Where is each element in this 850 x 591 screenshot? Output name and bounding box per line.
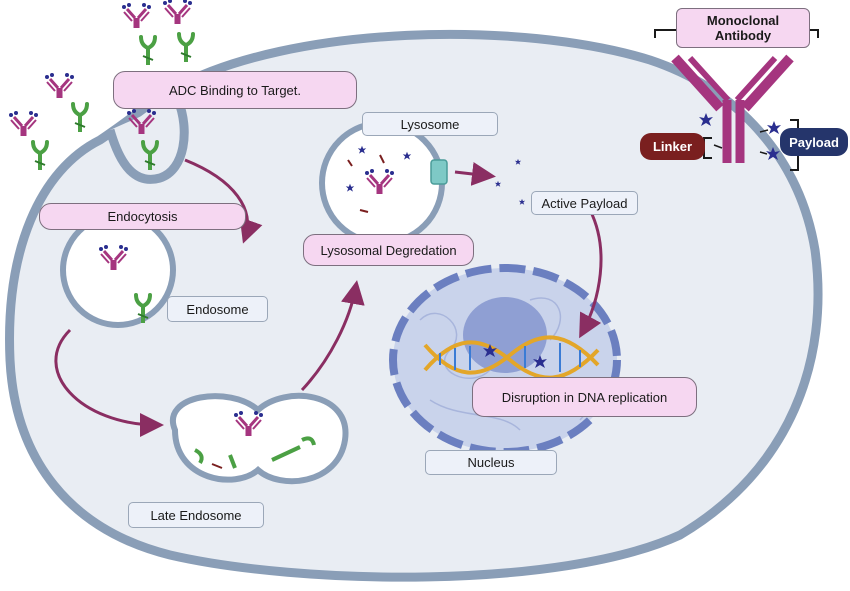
legend-payload-tag: Payload [780,128,848,156]
label-endosome: Endosome [167,296,268,322]
late-endosome-vesicle [170,392,349,485]
label-active-payload: Active Payload [531,191,638,215]
antibody-icon [7,109,40,138]
label-nucleus: Nucleus [425,450,557,475]
arrow-payload-release [454,162,496,186]
arrow-to-nucleus [579,209,603,339]
label-lysosome: Lysosome [362,112,498,136]
channel-icon [430,159,448,185]
antibody-icon [43,71,76,100]
antibody-icon [120,1,153,30]
endosome-vesicle [60,212,176,328]
label-late-endosome: Late Endosome [128,502,264,528]
nucleolus [463,297,547,373]
legend-title: Monoclonal Antibody [676,8,810,48]
arrow-to-endosome [184,158,263,244]
arrow-to-lysosome [300,280,365,392]
arrow-to-late-endosome [54,328,164,437]
receptor-icon [31,140,49,172]
legend-title-line2: Antibody [714,28,772,43]
legend-antibody-icon [671,54,794,163]
label-lysosomal-degradation: Lysosomal Degredation [303,234,474,266]
label-disruption-dna: Disruption in DNA replication [472,377,697,417]
receptor-icon [71,102,89,134]
membrane-invagination [105,98,189,184]
legend-linker-tag: Linker [640,133,705,160]
payload-star-icon [767,121,781,134]
legend-title-line1: Monoclonal [706,13,780,28]
receptor-icon [139,35,157,67]
receptor-icon [177,32,195,64]
antibody-icon [161,0,194,26]
label-endocytosis: Endocytosis [39,203,246,230]
dna-helix-icon [423,335,600,380]
label-adc-binding: ADC Binding to Target. [113,71,357,109]
